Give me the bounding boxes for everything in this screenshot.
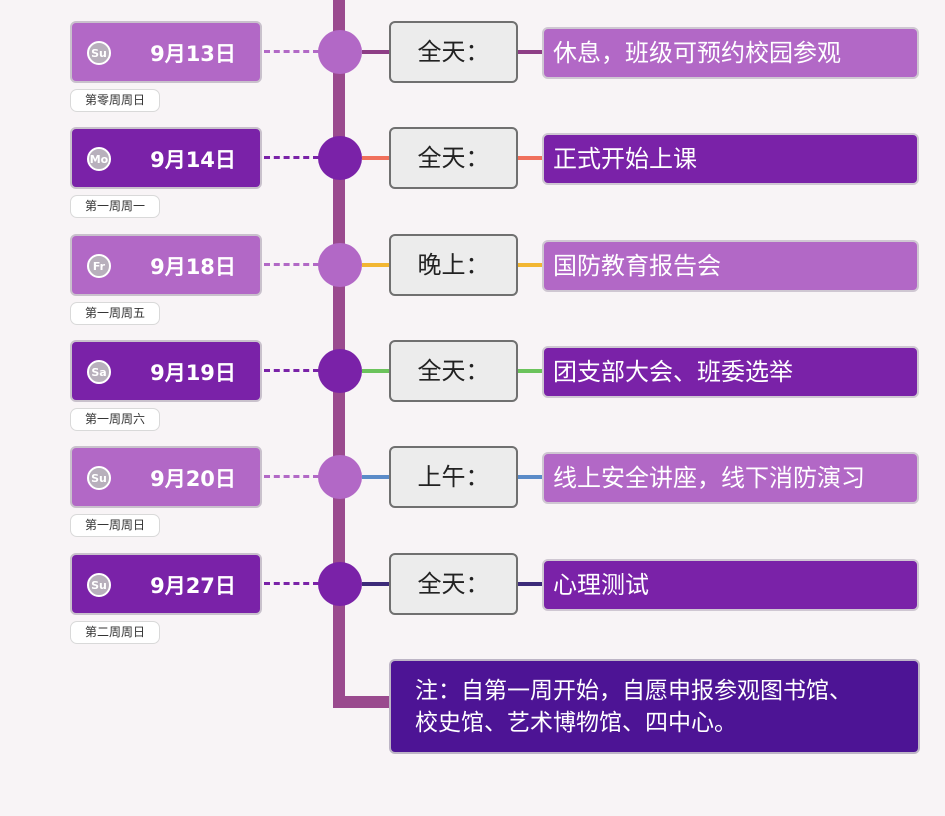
timeline-row: Su 9月13日第零周周日 全天： 休息，班级可预约校园参观 [0, 21, 945, 121]
weekday-icon: Sa [87, 360, 111, 384]
time-box: 全天： [389, 340, 518, 402]
connector-left [362, 50, 390, 54]
timeline-node [318, 349, 362, 393]
date-label: 9月20日 [150, 467, 236, 491]
weekday-icon: Su [87, 41, 111, 65]
connector-right [518, 369, 543, 373]
dashed-link [264, 369, 319, 372]
timeline-trunk-foot [333, 696, 393, 708]
weekday-icon: Fr [87, 254, 111, 278]
date-label: 9月19日 [150, 361, 236, 385]
timeline-row: Su 9月27日第二周周日 全天： 心理测试 [0, 553, 945, 653]
connector-right [518, 50, 543, 54]
weekday-icon: Su [87, 466, 111, 490]
date-label: 9月18日 [150, 255, 236, 279]
connector-left [362, 156, 390, 160]
timeline-node [318, 30, 362, 74]
timeline-row: Sa 9月19日第一周周六 全天： 团支部大会、班委选举 [0, 340, 945, 440]
timeline-row: Su 9月20日第一周周日 上午： 线上安全讲座，线下消防演习 [0, 446, 945, 546]
connector-right [518, 156, 543, 160]
connector-left [362, 263, 390, 267]
week-tag: 第零周周日 [70, 89, 160, 112]
dashed-link [264, 475, 319, 478]
date-box: Sa 9月19日 [70, 340, 262, 402]
event-box: 团支部大会、班委选举 [542, 346, 919, 398]
date-box: Fr 9月18日 [70, 234, 262, 296]
connector-left [362, 475, 390, 479]
week-tag: 第二周周日 [70, 621, 160, 644]
date-label: 9月14日 [150, 148, 236, 172]
connector-right [518, 582, 543, 586]
week-tag: 第一周周六 [70, 408, 160, 431]
connector-left [362, 369, 390, 373]
time-box: 全天： [389, 21, 518, 83]
week-tag: 第一周周日 [70, 514, 160, 537]
timeline-row: Fr 9月18日第一周周五 晚上： 国防教育报告会 [0, 234, 945, 334]
date-label: 9月13日 [150, 42, 236, 66]
week-tag: 第一周周五 [70, 302, 160, 325]
timeline-node [318, 562, 362, 606]
connector-right [518, 475, 543, 479]
timeline-node [318, 136, 362, 180]
note-box: 注：自第一周开始，自愿申报参观图书馆、 校史馆、艺术博物馆、四中心。 [389, 659, 920, 754]
dashed-link [264, 263, 319, 266]
weekday-icon: Su [87, 573, 111, 597]
timeline-node [318, 243, 362, 287]
timeline-node [318, 455, 362, 499]
event-box: 线上安全讲座，线下消防演习 [542, 452, 919, 504]
event-box: 国防教育报告会 [542, 240, 919, 292]
weekday-icon: Mo [87, 147, 111, 171]
date-box: Su 9月27日 [70, 553, 262, 615]
dashed-link [264, 582, 319, 585]
time-box: 上午： [389, 446, 518, 508]
connector-left [362, 582, 390, 586]
date-box: Mo 9月14日 [70, 127, 262, 189]
date-box: Su 9月13日 [70, 21, 262, 83]
time-box: 晚上： [389, 234, 518, 296]
date-box: Su 9月20日 [70, 446, 262, 508]
time-box: 全天： [389, 553, 518, 615]
dashed-link [264, 50, 319, 53]
note-line-2: 校史馆、艺术博物馆、四中心。 [415, 710, 737, 736]
time-box: 全天： [389, 127, 518, 189]
connector-right [518, 263, 543, 267]
event-box: 休息，班级可预约校园参观 [542, 27, 919, 79]
event-box: 正式开始上课 [542, 133, 919, 185]
timeline-row: Mo 9月14日第一周周一 全天： 正式开始上课 [0, 127, 945, 227]
dashed-link [264, 156, 319, 159]
date-label: 9月27日 [150, 574, 236, 598]
event-box: 心理测试 [542, 559, 919, 611]
note-line-1: 注：自第一周开始，自愿申报参观图书馆、 [415, 678, 852, 704]
week-tag: 第一周周一 [70, 195, 160, 218]
